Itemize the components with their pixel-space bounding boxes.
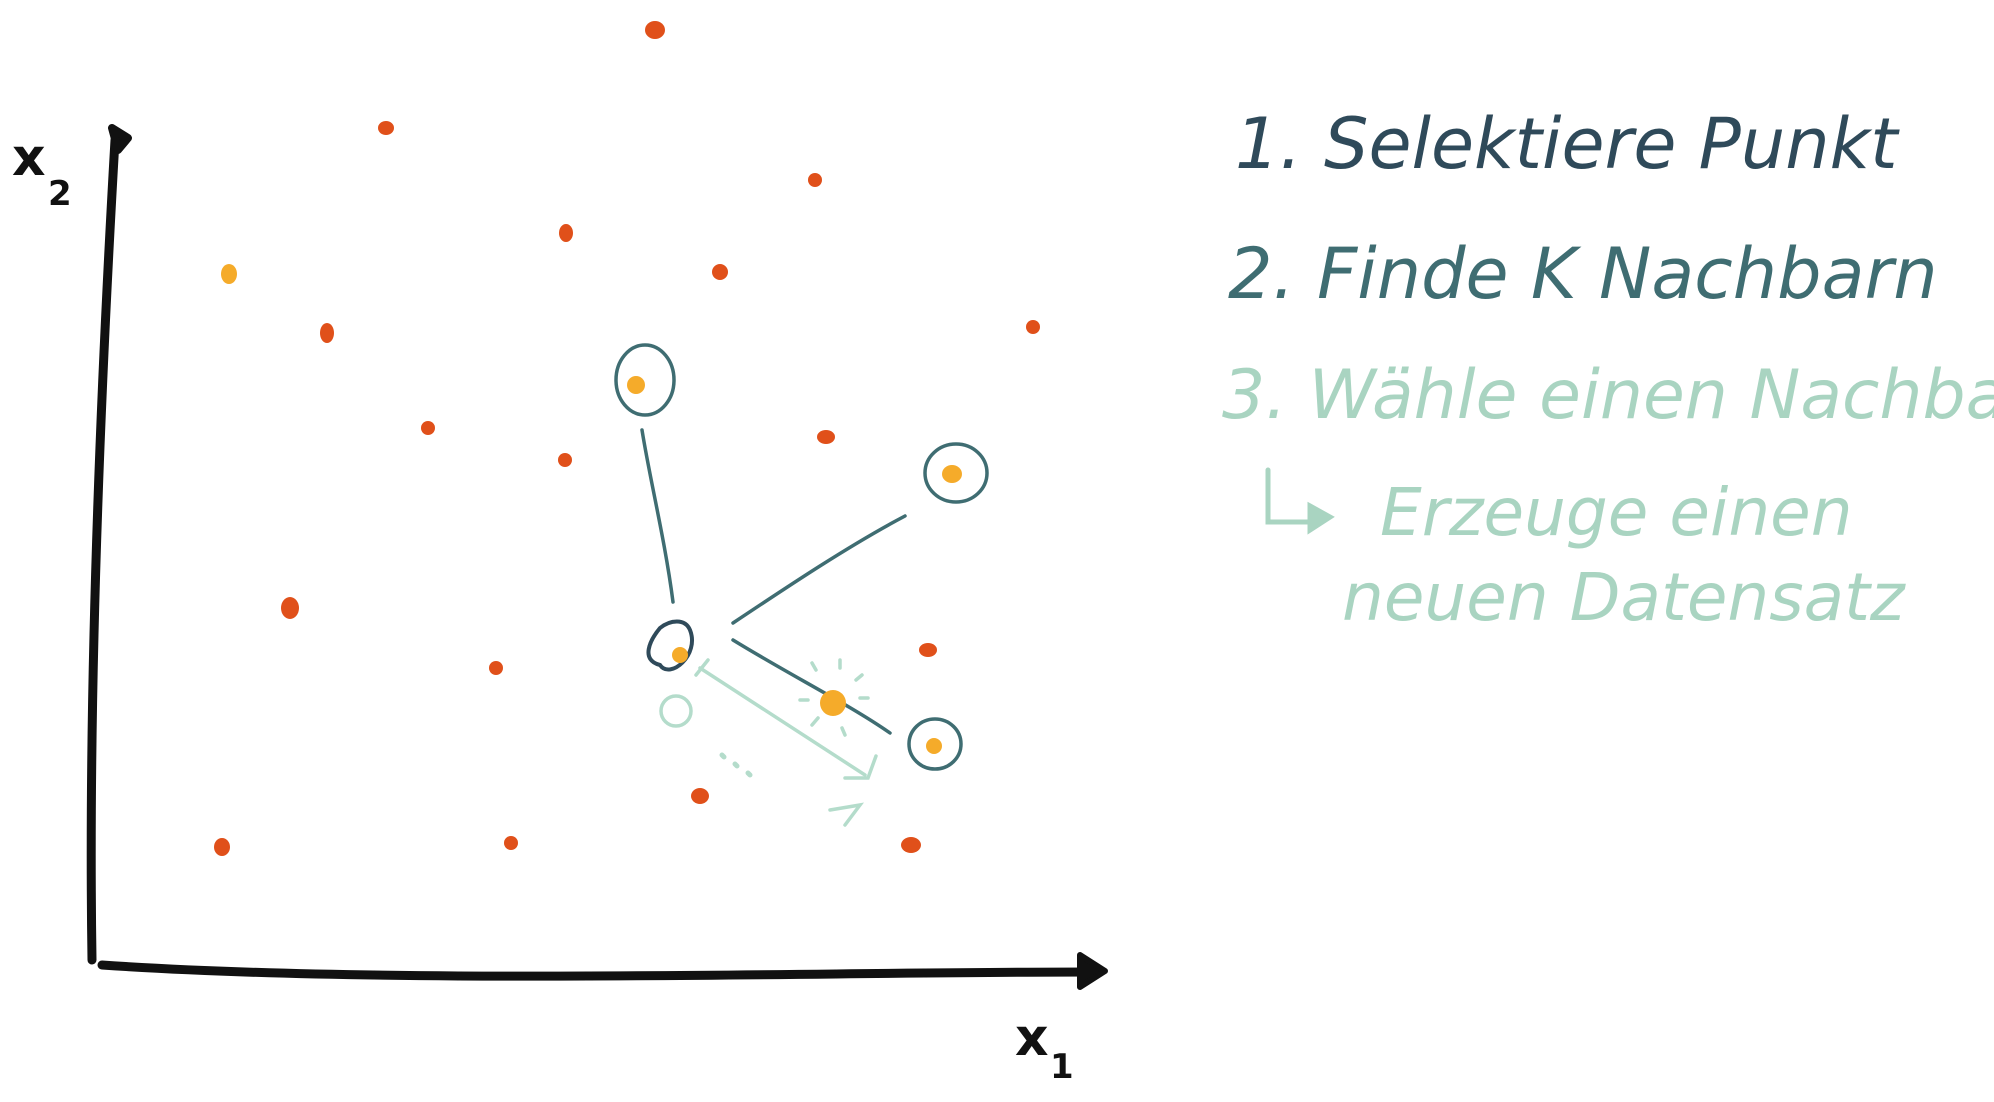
y-axis bbox=[86, 135, 120, 965]
neighbor-ring bbox=[646, 619, 694, 672]
majority-point bbox=[320, 323, 334, 343]
step-3: 3. Wähle einen Nachbarn bbox=[1222, 356, 1994, 435]
majority-point bbox=[558, 453, 572, 467]
majority-point bbox=[489, 661, 503, 675]
neighbor-link bbox=[731, 638, 892, 735]
y-axis-label: x bbox=[12, 128, 46, 188]
x-axis bbox=[97, 960, 1100, 981]
minority-point bbox=[627, 376, 645, 394]
majority-point bbox=[1026, 320, 1040, 334]
spark bbox=[798, 658, 870, 737]
interpolation-arrow bbox=[698, 666, 867, 777]
step-2: 2. Finde K Nachbarn bbox=[1228, 233, 1938, 315]
y-axis-subscript: 2 bbox=[48, 174, 72, 214]
majority-point bbox=[901, 837, 921, 853]
neighbor-links bbox=[640, 428, 907, 735]
x-axis-subscript: 1 bbox=[1050, 1047, 1074, 1087]
x-axis-label: x bbox=[1015, 1008, 1049, 1068]
majority-point bbox=[691, 788, 709, 804]
minority-point bbox=[221, 264, 237, 284]
step-3-sub-1: Erzeuge einen bbox=[1380, 474, 1853, 551]
majority-point bbox=[421, 421, 435, 435]
neighbor-point-2 bbox=[923, 442, 989, 504]
selected-point bbox=[646, 619, 694, 672]
arrow-right-icon bbox=[1265, 467, 1335, 535]
synthetic-hint bbox=[659, 658, 878, 827]
tick bbox=[694, 658, 710, 677]
neighbor-ring bbox=[907, 717, 963, 771]
axes: x 2 x 1 bbox=[12, 124, 1108, 1087]
majority-point bbox=[214, 838, 230, 856]
majority-point bbox=[808, 173, 822, 187]
majority-point bbox=[712, 264, 728, 280]
majority-point bbox=[817, 430, 835, 444]
synthetic-start-marker bbox=[659, 694, 693, 728]
neighbor-ring bbox=[923, 442, 989, 504]
majority-point bbox=[504, 836, 518, 850]
step-list: 1. Selektiere Punkt 2. Finde K Nachbarn … bbox=[1222, 103, 1994, 636]
neighbor-link bbox=[640, 428, 675, 604]
second-arrow bbox=[828, 802, 865, 827]
neighbor-ring bbox=[614, 343, 676, 417]
y-axis-arrowhead bbox=[108, 124, 132, 154]
minority-point bbox=[942, 465, 962, 483]
synthetic-point bbox=[820, 690, 846, 716]
minority-point bbox=[672, 647, 688, 663]
neighbor-point-1 bbox=[614, 343, 676, 417]
neighbor-point-3 bbox=[907, 717, 963, 771]
interpolation-arrowhead bbox=[843, 754, 878, 780]
majority-point bbox=[559, 224, 573, 242]
majority-point bbox=[281, 597, 299, 619]
dots bbox=[719, 752, 753, 778]
step-3-sub-2: neuen Datensatz bbox=[1342, 559, 1906, 636]
majority-point bbox=[645, 21, 665, 39]
majority-point bbox=[378, 121, 394, 135]
majority-point bbox=[919, 643, 937, 657]
neighbor-link bbox=[731, 514, 907, 625]
step-1: 1. Selektiere Punkt bbox=[1235, 103, 1900, 185]
majority-points bbox=[214, 21, 1040, 856]
x-axis-arrowhead bbox=[1077, 952, 1108, 990]
minority-point bbox=[926, 738, 942, 754]
